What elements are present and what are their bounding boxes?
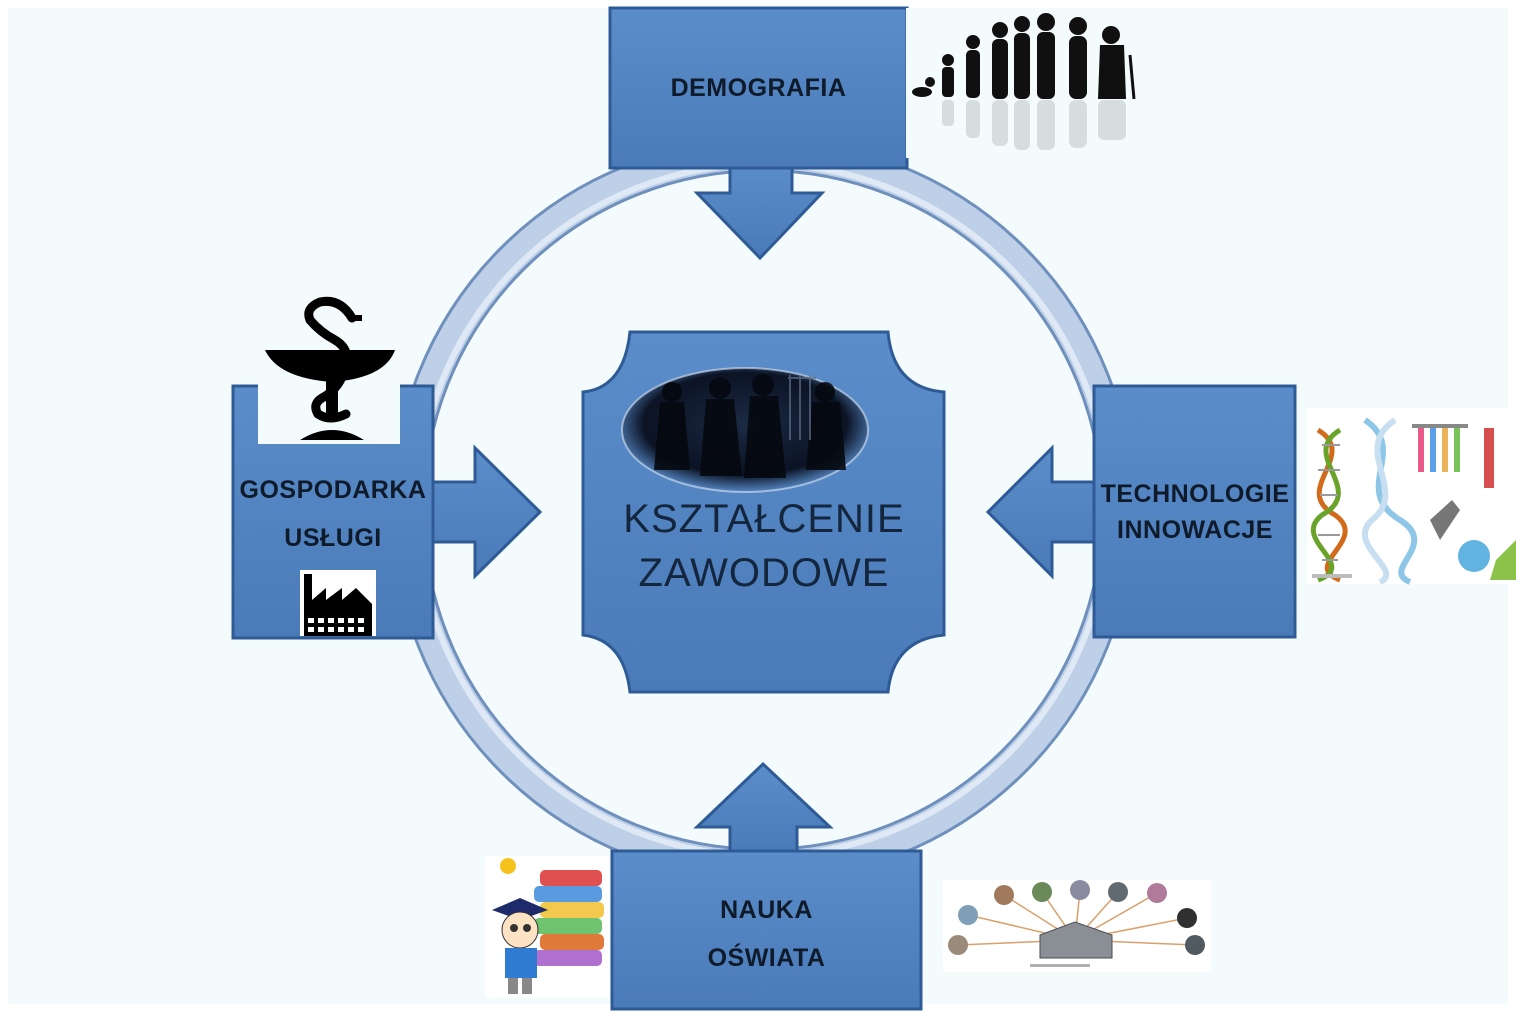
arrow-right <box>985 444 1099 580</box>
node-technologie-label: TECHNOLOGIE INNOWACJE <box>1090 472 1300 552</box>
dna-lab-equipment <box>1307 408 1516 585</box>
uslugi-text: USŁUGI <box>284 524 382 552</box>
box-technologie <box>1092 384 1297 639</box>
bowl-of-hygieia-icon <box>258 296 400 444</box>
human-evolution-silhouettes <box>906 8 1142 158</box>
node-nauka-label: NAUKA OŚWIATA <box>612 886 921 982</box>
vintage-workers-photo <box>621 367 869 493</box>
technologie-text: TECHNOLOGIE <box>1100 480 1290 508</box>
box-nauka <box>610 849 923 1011</box>
school-network <box>943 880 1211 972</box>
nauka-text: NAUKA <box>720 896 813 924</box>
student-with-books <box>485 856 609 998</box>
oswiata-text: OŚWIATA <box>707 944 826 972</box>
arrow-bottom <box>693 761 834 854</box>
center-line1: KSZTAŁCENIE <box>623 497 905 541</box>
factory-icon <box>300 570 376 636</box>
node-demografia-label: DEMOGRAFIA <box>610 8 907 168</box>
node-gospodarka-label: GOSPODARKA USŁUGI <box>226 466 440 562</box>
center-label: KSZTAŁCENIE ZAWODOWE <box>586 492 942 600</box>
demografia-text: DEMOGRAFIA <box>670 74 847 102</box>
innowacje-text: INNOWACJE <box>1117 516 1273 544</box>
gospodarka-text: GOSPODARKA <box>239 476 427 504</box>
arrow-left <box>428 444 543 580</box>
box-demografia <box>608 6 909 170</box>
center-line2: ZAWODOWE <box>638 551 890 595</box>
